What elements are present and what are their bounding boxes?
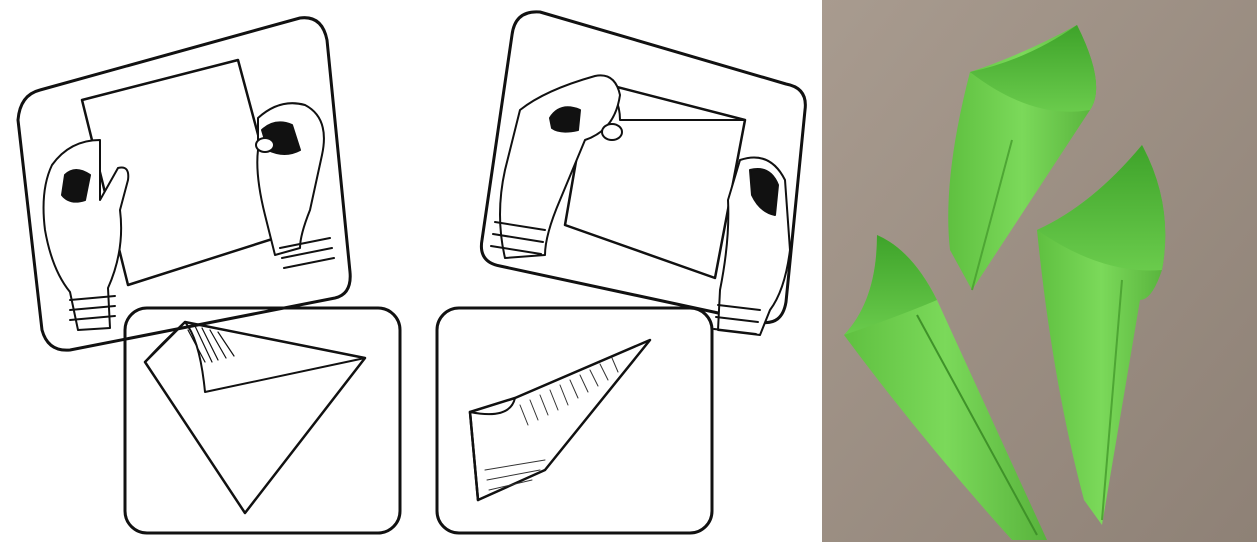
- step-3-sheet: [145, 322, 365, 513]
- instruction-drawing: [0, 0, 822, 542]
- step-4-cone: [470, 340, 650, 500]
- step-2-right-hand: [714, 158, 790, 336]
- step-1-left-hand: [44, 140, 129, 330]
- step-2-left-hand: [491, 75, 622, 258]
- step-1-right-hand: [256, 103, 334, 268]
- green-cones-image: [822, 0, 1257, 542]
- green-cones-photo: [822, 0, 1257, 542]
- instruction-illustration: [0, 0, 822, 542]
